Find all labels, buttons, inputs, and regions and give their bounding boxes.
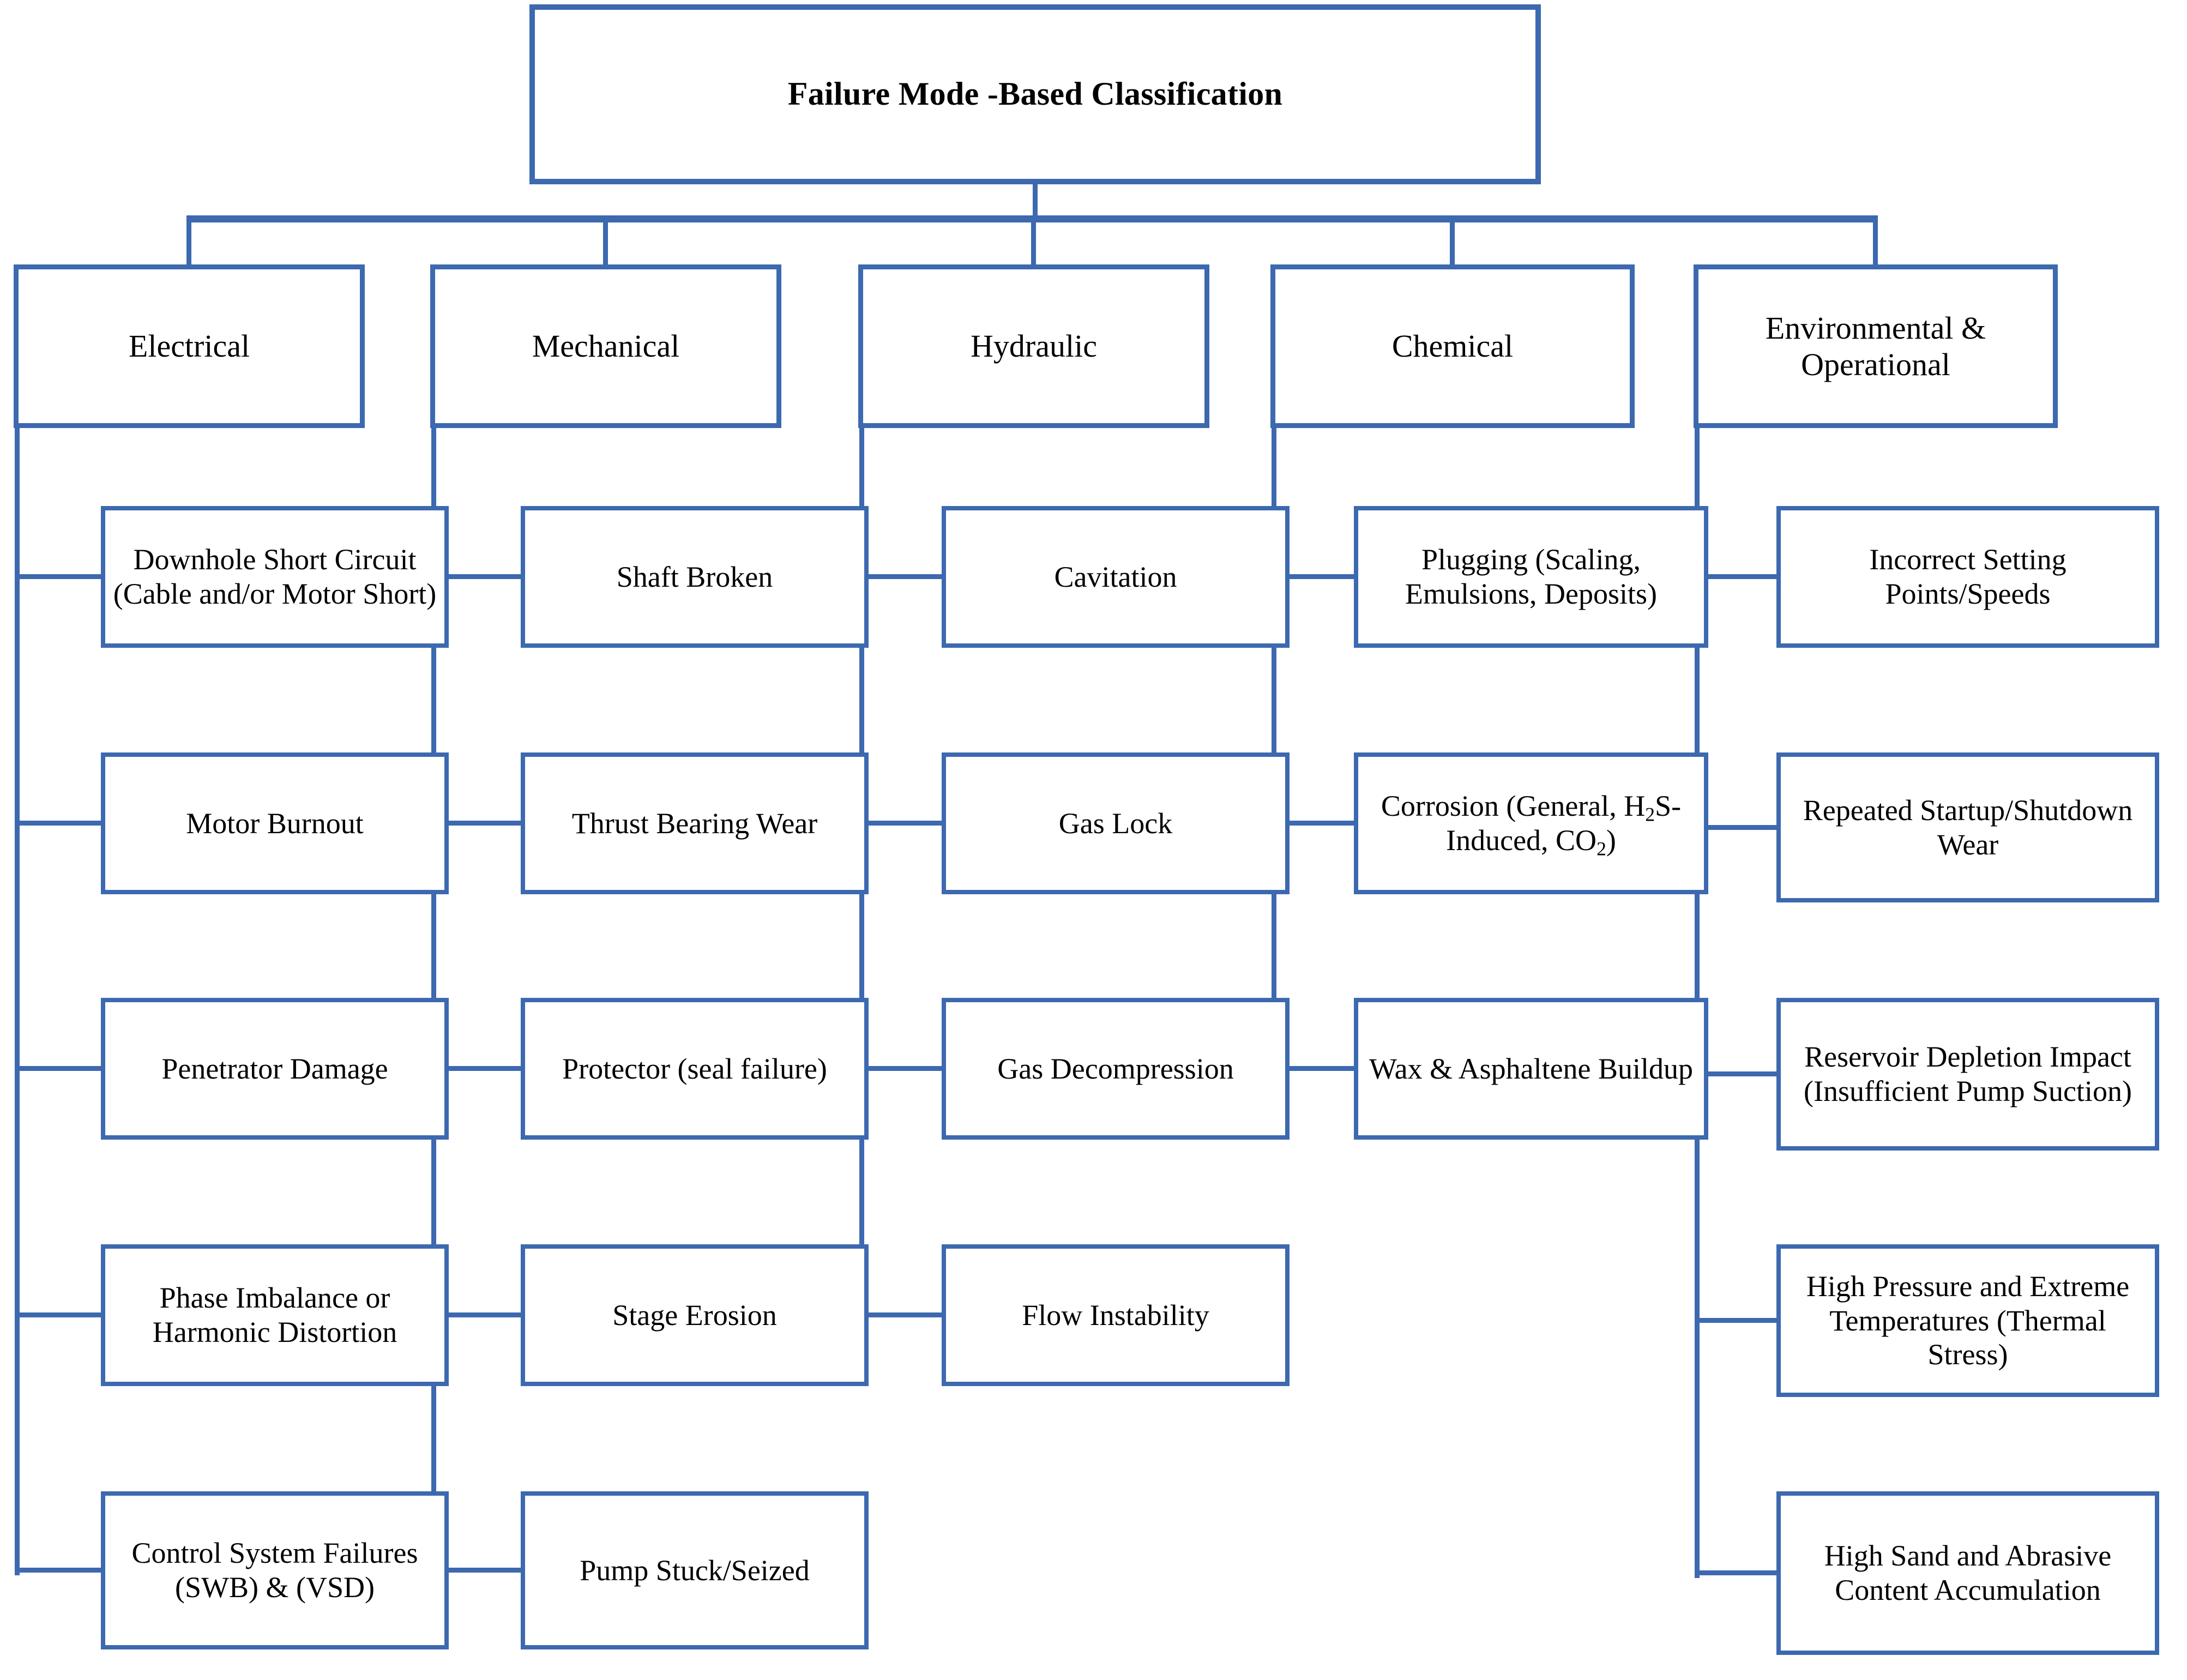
category-node-chemical[interactable]: Chemical [1270, 264, 1635, 428]
leaf-spur-chemical-0 [1272, 574, 1356, 579]
leaf-label-electrical-4: Control System Failures (SWB) & (VSD) [131, 1537, 418, 1604]
category-drop-connector-0 [186, 215, 191, 267]
leaf-label-hydraulic-1: Gas Lock [1058, 806, 1173, 840]
leaf-node-environmental-operational-4[interactable]: High Sand and Abrasive Content Accumulat… [1776, 1491, 2159, 1655]
leaf-node-chemical-1[interactable]: Corrosion (General, H2S-Induced, CO2) [1354, 752, 1708, 894]
leaf-label-environmental-operational-1: Repeated Startup/Shutdown Wear [1803, 793, 2133, 861]
leaf-spur-environmental-operational-1 [1695, 825, 1779, 830]
leaf-label-chemical-2: Wax & Asphaltene Buildup [1369, 1052, 1694, 1085]
leaf-spur-electrical-0 [15, 574, 103, 579]
leaf-spur-electrical-4 [15, 1568, 103, 1573]
leaf-spur-environmental-operational-4 [1695, 1570, 1779, 1575]
leaf-node-electrical-2[interactable]: Penetrator Damage [101, 998, 449, 1140]
leaf-node-environmental-operational-1[interactable]: Repeated Startup/Shutdown Wear [1776, 752, 2159, 902]
leaf-spur-mechanical-1 [431, 821, 523, 826]
leaf-label-mechanical-4: Pump Stuck/Seized [580, 1553, 810, 1587]
leaf-label-chemical-1: Corrosion (General, H2S-Induced, CO2) [1381, 790, 1682, 860]
leaf-node-environmental-operational-0[interactable]: Incorrect Setting Points/Speeds [1776, 506, 2159, 648]
leaf-spur-electrical-1 [15, 821, 103, 826]
leaf-label-electrical-1: Motor Burnout [186, 806, 364, 840]
leaf-node-mechanical-2[interactable]: Protector (seal failure) [521, 998, 869, 1140]
leaf-node-environmental-operational-2[interactable]: Reservoir Depletion Impact (Insufficient… [1776, 998, 2159, 1151]
leaf-label-hydraulic-3: Flow Instability [1022, 1298, 1209, 1332]
category-label-electrical: Electrical [128, 328, 250, 364]
leaf-spur-hydraulic-1 [859, 821, 944, 826]
leaf-label-mechanical-2: Protector (seal failure) [562, 1052, 827, 1085]
leaf-spur-environmental-operational-2 [1695, 1071, 1779, 1076]
leaf-node-electrical-1[interactable]: Motor Burnout [101, 752, 449, 894]
leaf-node-mechanical-1[interactable]: Thrust Bearing Wear [521, 752, 869, 894]
leaf-node-chemical-0[interactable]: Plugging (Scaling, Emulsions, Deposits) [1354, 506, 1708, 648]
category-drop-connector-4 [1873, 215, 1878, 267]
leaf-node-chemical-2[interactable]: Wax & Asphaltene Buildup [1354, 998, 1708, 1140]
leaf-label-mechanical-3: Stage Erosion [612, 1298, 777, 1332]
leaf-node-environmental-operational-3[interactable]: High Pressure and Extreme Temperatures (… [1776, 1244, 2159, 1397]
leaf-label-electrical-2: Penetrator Damage [161, 1052, 388, 1085]
leaf-node-electrical-4[interactable]: Control System Failures (SWB) & (VSD) [101, 1491, 449, 1649]
leaf-spur-chemical-1 [1272, 821, 1356, 826]
root-stem-connector [1033, 184, 1038, 220]
leaf-spur-environmental-operational-3 [1695, 1318, 1779, 1323]
category-label-environmental-operational: Environmental & Operational [1765, 310, 1986, 382]
leaf-label-environmental-operational-4: High Sand and Abrasive Content Accumulat… [1824, 1539, 2112, 1606]
leaf-spur-chemical-2 [1272, 1066, 1356, 1071]
root-node: Failure Mode -Based Classification [529, 4, 1541, 184]
leaf-label-environmental-operational-3: High Pressure and Extreme Temperatures (… [1806, 1270, 2130, 1371]
category-spine-chemical [1272, 426, 1276, 1074]
leaf-label-electrical-0: Downhole Short Circuit (Cable and/or Mot… [113, 543, 437, 610]
leaf-node-mechanical-0[interactable]: Shaft Broken [521, 506, 869, 648]
leaf-spur-hydraulic-0 [859, 574, 944, 579]
leaf-label-environmental-operational-2: Reservoir Depletion Impact (Insufficient… [1804, 1040, 2132, 1107]
category-drop-connector-1 [603, 215, 608, 267]
category-spine-electrical [15, 426, 20, 1575]
leaf-spur-mechanical-2 [431, 1066, 523, 1071]
category-node-electrical[interactable]: Electrical [14, 264, 365, 428]
leaf-node-hydraulic-3[interactable]: Flow Instability [942, 1244, 1290, 1386]
leaf-node-electrical-0[interactable]: Downhole Short Circuit (Cable and/or Mot… [101, 506, 449, 648]
leaf-label-hydraulic-2: Gas Decompression [997, 1052, 1234, 1085]
leaf-node-mechanical-4[interactable]: Pump Stuck/Seized [521, 1491, 869, 1649]
category-node-mechanical[interactable]: Mechanical [430, 264, 781, 428]
leaf-spur-mechanical-4 [431, 1568, 523, 1573]
leaf-label-mechanical-0: Shaft Broken [616, 560, 773, 593]
leaf-node-mechanical-3[interactable]: Stage Erosion [521, 1244, 869, 1386]
leaf-label-electrical-3: Phase Imbalance or Harmonic Distortion [152, 1281, 397, 1348]
leaf-node-hydraulic-0[interactable]: Cavitation [942, 506, 1290, 648]
category-node-environmental-operational[interactable]: Environmental & Operational [1694, 264, 2058, 428]
leaf-spur-mechanical-0 [431, 574, 523, 579]
leaf-label-environmental-operational-0: Incorrect Setting Points/Speeds [1869, 543, 2066, 610]
leaf-label-hydraulic-0: Cavitation [1054, 560, 1177, 593]
leaf-node-electrical-3[interactable]: Phase Imbalance or Harmonic Distortion [101, 1244, 449, 1386]
leaf-spur-mechanical-3 [431, 1312, 523, 1317]
category-label-chemical: Chemical [1391, 328, 1514, 364]
leaf-spur-hydraulic-2 [859, 1066, 944, 1071]
category-label-mechanical: Mechanical [532, 328, 680, 364]
root-label: Failure Mode -Based Classification [787, 76, 1283, 112]
leaf-node-hydraulic-1[interactable]: Gas Lock [942, 752, 1290, 894]
leaf-spur-electrical-2 [15, 1066, 103, 1071]
category-label-hydraulic: Hydraulic [971, 328, 1097, 364]
leaf-spur-hydraulic-3 [859, 1312, 944, 1317]
leaf-spur-environmental-operational-0 [1695, 574, 1779, 579]
category-drop-connector-3 [1450, 215, 1455, 267]
leaf-label-mechanical-1: Thrust Bearing Wear [571, 806, 818, 840]
leaf-node-hydraulic-2[interactable]: Gas Decompression [942, 998, 1290, 1140]
category-node-hydraulic[interactable]: Hydraulic [858, 264, 1209, 428]
leaf-spur-electrical-3 [15, 1312, 103, 1317]
category-drop-connector-2 [1031, 215, 1036, 267]
leaf-label-chemical-0: Plugging (Scaling, Emulsions, Deposits) [1405, 543, 1657, 610]
